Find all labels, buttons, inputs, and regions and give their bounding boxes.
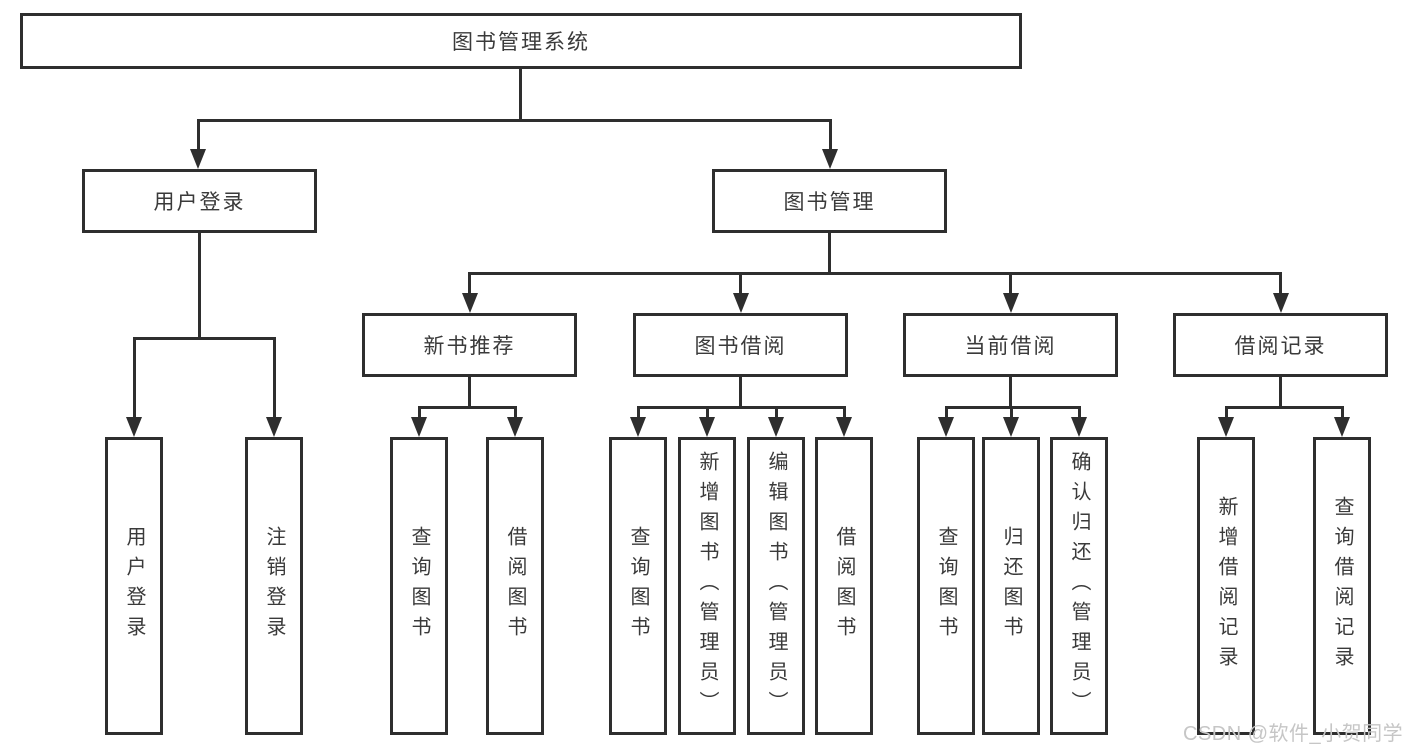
connector-borrowrecords-drop: [1341, 406, 1344, 419]
arrow-down-icon: [190, 149, 206, 169]
connector-borrowrecords-stem: [1279, 377, 1282, 408]
connector-newbook-drop: [418, 406, 421, 419]
connector-borrowrecords-drop: [1225, 406, 1228, 419]
connector-newbook-stem: [468, 377, 471, 408]
leaf-return-books: 归还图书: [982, 437, 1040, 735]
node-borrow-records: 借阅记录: [1173, 313, 1388, 377]
arrow-down-icon: [411, 417, 427, 437]
connector-currentborrow-bar: [945, 406, 1081, 409]
connector-currentborrow-stem: [1009, 377, 1012, 408]
arrow-down-icon: [630, 417, 646, 437]
connector-bookmgmt-drop: [739, 272, 742, 295]
connector-userlogin-drop: [133, 337, 136, 419]
connector-userlogin-bar: [133, 337, 276, 340]
leaf-query-borrow-record: 查询借阅记录: [1313, 437, 1371, 735]
leaf-logout: 注销登录: [245, 437, 303, 735]
connector-newbook-drop: [514, 406, 517, 419]
arrow-down-icon: [126, 417, 142, 437]
arrow-down-icon: [1003, 293, 1019, 313]
connector-bookborrow-drop: [775, 406, 778, 419]
arrow-down-icon: [1218, 417, 1234, 437]
connector-bookmgmt-drop: [1009, 272, 1012, 295]
node-book-management: 图书管理: [712, 169, 947, 233]
connector-currentborrow-drop: [1010, 406, 1013, 419]
node-book-borrow: 图书借阅: [633, 313, 848, 377]
connector-root-bar: [197, 119, 832, 122]
connector-userlogin-drop: [273, 337, 276, 419]
arrow-down-icon: [266, 417, 282, 437]
arrow-down-icon: [822, 149, 838, 169]
leaf-add-borrow-record: 新增借阅记录: [1197, 437, 1255, 735]
connector-root-drop-left: [197, 119, 200, 151]
connector-bookmgmt-bar: [468, 272, 1282, 275]
connector-borrowrecords-bar: [1225, 406, 1344, 409]
leaf-query-books: 查询图书: [609, 437, 667, 735]
connector-bookmgmt-stem: [828, 233, 831, 274]
connector-bookmgmt-drop: [1279, 272, 1282, 295]
leaf-user-login: 用户登录: [105, 437, 163, 735]
leaf-borrow-books: 借阅图书: [815, 437, 873, 735]
connector-bookmgmt-drop: [468, 272, 471, 295]
arrow-down-icon: [1071, 417, 1087, 437]
leaf-confirm-return-admin: 确认归还（管理员）: [1050, 437, 1108, 735]
connector-bookborrow-stem: [739, 377, 742, 408]
connector-newbook-bar: [418, 406, 517, 409]
arrow-down-icon: [1273, 293, 1289, 313]
watermark: CSDN @软件_小贺同学: [1183, 723, 1404, 745]
arrow-down-icon: [462, 293, 478, 313]
node-new-book-recommend: 新书推荐: [362, 313, 577, 377]
connector-currentborrow-drop: [945, 406, 948, 419]
arrow-down-icon: [699, 417, 715, 437]
connector-currentborrow-drop: [1078, 406, 1081, 419]
node-root: 图书管理系统: [20, 13, 1022, 69]
connector-root-drop-right: [829, 119, 832, 151]
arrow-down-icon: [836, 417, 852, 437]
connector-bookborrow-bar: [637, 406, 846, 409]
connector-userlogin-stem: [198, 233, 201, 337]
connector-bookborrow-drop: [637, 406, 640, 419]
arrow-down-icon: [733, 293, 749, 313]
arrow-down-icon: [768, 417, 784, 437]
leaf-add-books-admin: 新增图书（管理员）: [678, 437, 736, 735]
leaf-borrow-books: 借阅图书: [486, 437, 544, 735]
leaf-query-books: 查询图书: [917, 437, 975, 735]
connector-bookborrow-drop: [843, 406, 846, 419]
connector-root-stem: [519, 69, 522, 121]
arrow-down-icon: [938, 417, 954, 437]
node-current-borrow: 当前借阅: [903, 313, 1118, 377]
leaf-query-books: 查询图书: [390, 437, 448, 735]
arrow-down-icon: [507, 417, 523, 437]
leaf-edit-books-admin: 编辑图书（管理员）: [747, 437, 805, 735]
node-user-login: 用户登录: [82, 169, 317, 233]
arrow-down-icon: [1003, 417, 1019, 437]
connector-bookborrow-drop: [706, 406, 709, 419]
arrow-down-icon: [1334, 417, 1350, 437]
